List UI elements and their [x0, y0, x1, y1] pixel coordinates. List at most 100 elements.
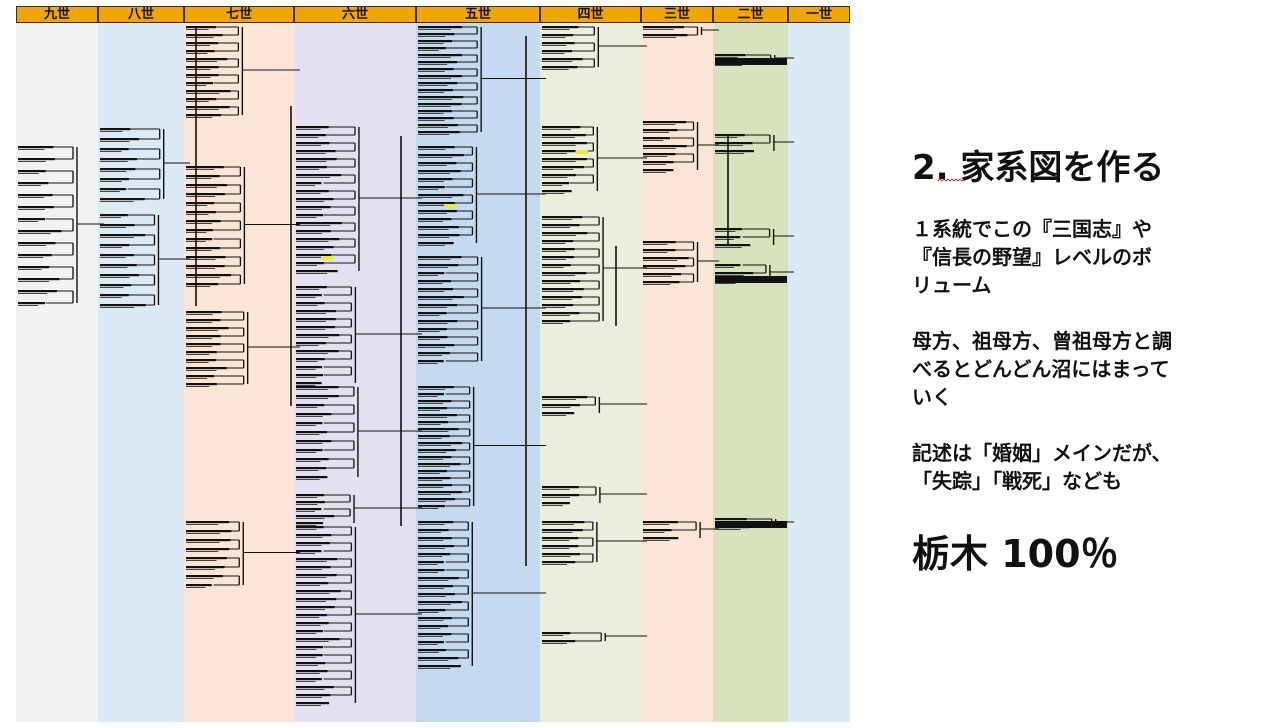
person-entry-note [100, 191, 120, 192]
person-entry-note [186, 29, 209, 30]
person-entry-note [418, 459, 444, 460]
generation-column [98, 6, 184, 722]
person-entry-note [186, 362, 209, 363]
person-entry-note [418, 556, 443, 557]
person-entry-note [418, 283, 443, 284]
person-entry-note [100, 267, 128, 268]
person-entry [296, 374, 323, 377]
person-entry [296, 526, 324, 529]
person-entry [643, 129, 678, 132]
person-entry-note [100, 161, 128, 162]
person-entry [296, 678, 322, 681]
person-entry [418, 484, 452, 487]
person-entry-note [186, 214, 209, 215]
person-entry [643, 537, 679, 540]
person-entry [643, 521, 678, 524]
person-entry [100, 244, 130, 247]
person-entry [186, 311, 222, 314]
person-entry [643, 121, 687, 124]
person-entry-note [296, 545, 322, 546]
person-entry [296, 286, 327, 289]
person-entry-note [418, 181, 444, 182]
person-entry [418, 657, 459, 660]
person-entry-note [418, 165, 447, 166]
person-entry-note [542, 497, 570, 498]
person-entry-note [715, 275, 744, 276]
person-entry [186, 166, 224, 169]
person-entry-note [296, 249, 325, 250]
person-entry-note [100, 227, 126, 228]
person-entry-note [542, 227, 571, 228]
generation-column [713, 6, 788, 722]
person-entry-note [542, 635, 564, 636]
person-entry-note [418, 50, 439, 51]
person-entry [186, 319, 221, 322]
person-entry-note [418, 487, 444, 488]
person-entry [418, 393, 445, 396]
person-entry-note [296, 665, 318, 666]
person-entry [542, 166, 584, 169]
person-entry-note [542, 548, 570, 549]
person-entry-note [296, 553, 316, 554]
person-entry [542, 280, 581, 283]
person-entry [186, 220, 221, 223]
person-entry [296, 515, 335, 518]
person-entry [296, 254, 332, 257]
person-entry-note [643, 29, 674, 30]
person-entry [18, 302, 45, 305]
person-entry [186, 566, 225, 569]
person-entry-note [542, 61, 573, 62]
person-entry [296, 350, 339, 353]
person-entry [418, 131, 460, 134]
person-entry [542, 34, 574, 37]
person-entry-note [296, 169, 320, 170]
person-entry [418, 272, 445, 275]
person-entry [296, 134, 326, 137]
person-entry [542, 412, 575, 415]
generation-header: 二世 [713, 6, 788, 23]
person-entry [542, 304, 574, 307]
person-entry [296, 476, 328, 479]
person-entry-note [296, 345, 319, 346]
person-entry [542, 50, 573, 53]
person-entry [418, 312, 447, 315]
person-entry-note [643, 124, 676, 125]
person-entry [296, 404, 325, 407]
person-entry-note [186, 524, 219, 525]
person-entry-note [418, 189, 439, 190]
person-entry-note [186, 587, 206, 588]
person-entry-note [186, 330, 218, 331]
generation-column [788, 6, 850, 722]
person-entry-note [418, 92, 445, 93]
person-entry-note [542, 323, 564, 324]
person-entry [100, 294, 129, 297]
person-entry-note [186, 322, 212, 323]
person-entry-note [100, 217, 121, 218]
person-entry-note [296, 525, 317, 526]
generation-header: 九世 [16, 6, 98, 23]
person-entry [418, 505, 446, 508]
generation-header: 三世 [641, 6, 713, 23]
person-entry [715, 150, 754, 153]
person-entry [18, 290, 57, 293]
person-entry-note [418, 259, 451, 260]
person-entry [418, 234, 460, 237]
person-entry [542, 272, 587, 275]
person-entry [18, 146, 54, 149]
person-entry [643, 145, 687, 148]
person-entry [296, 440, 332, 443]
person-entry [296, 190, 329, 193]
person-entry-note [296, 569, 322, 570]
person-entry-note [100, 181, 122, 182]
person-entry-note [418, 221, 444, 222]
generation-header: 四世 [540, 6, 641, 23]
person-entry-note [643, 164, 666, 165]
person-entry-note [186, 277, 220, 278]
person-entry [186, 229, 214, 232]
person-entry [542, 66, 578, 69]
person-entry-note [418, 134, 450, 135]
person-entry-note [643, 172, 666, 173]
person-entry-note [100, 151, 122, 152]
person-entry-note [296, 511, 315, 512]
person-entry [186, 367, 227, 370]
